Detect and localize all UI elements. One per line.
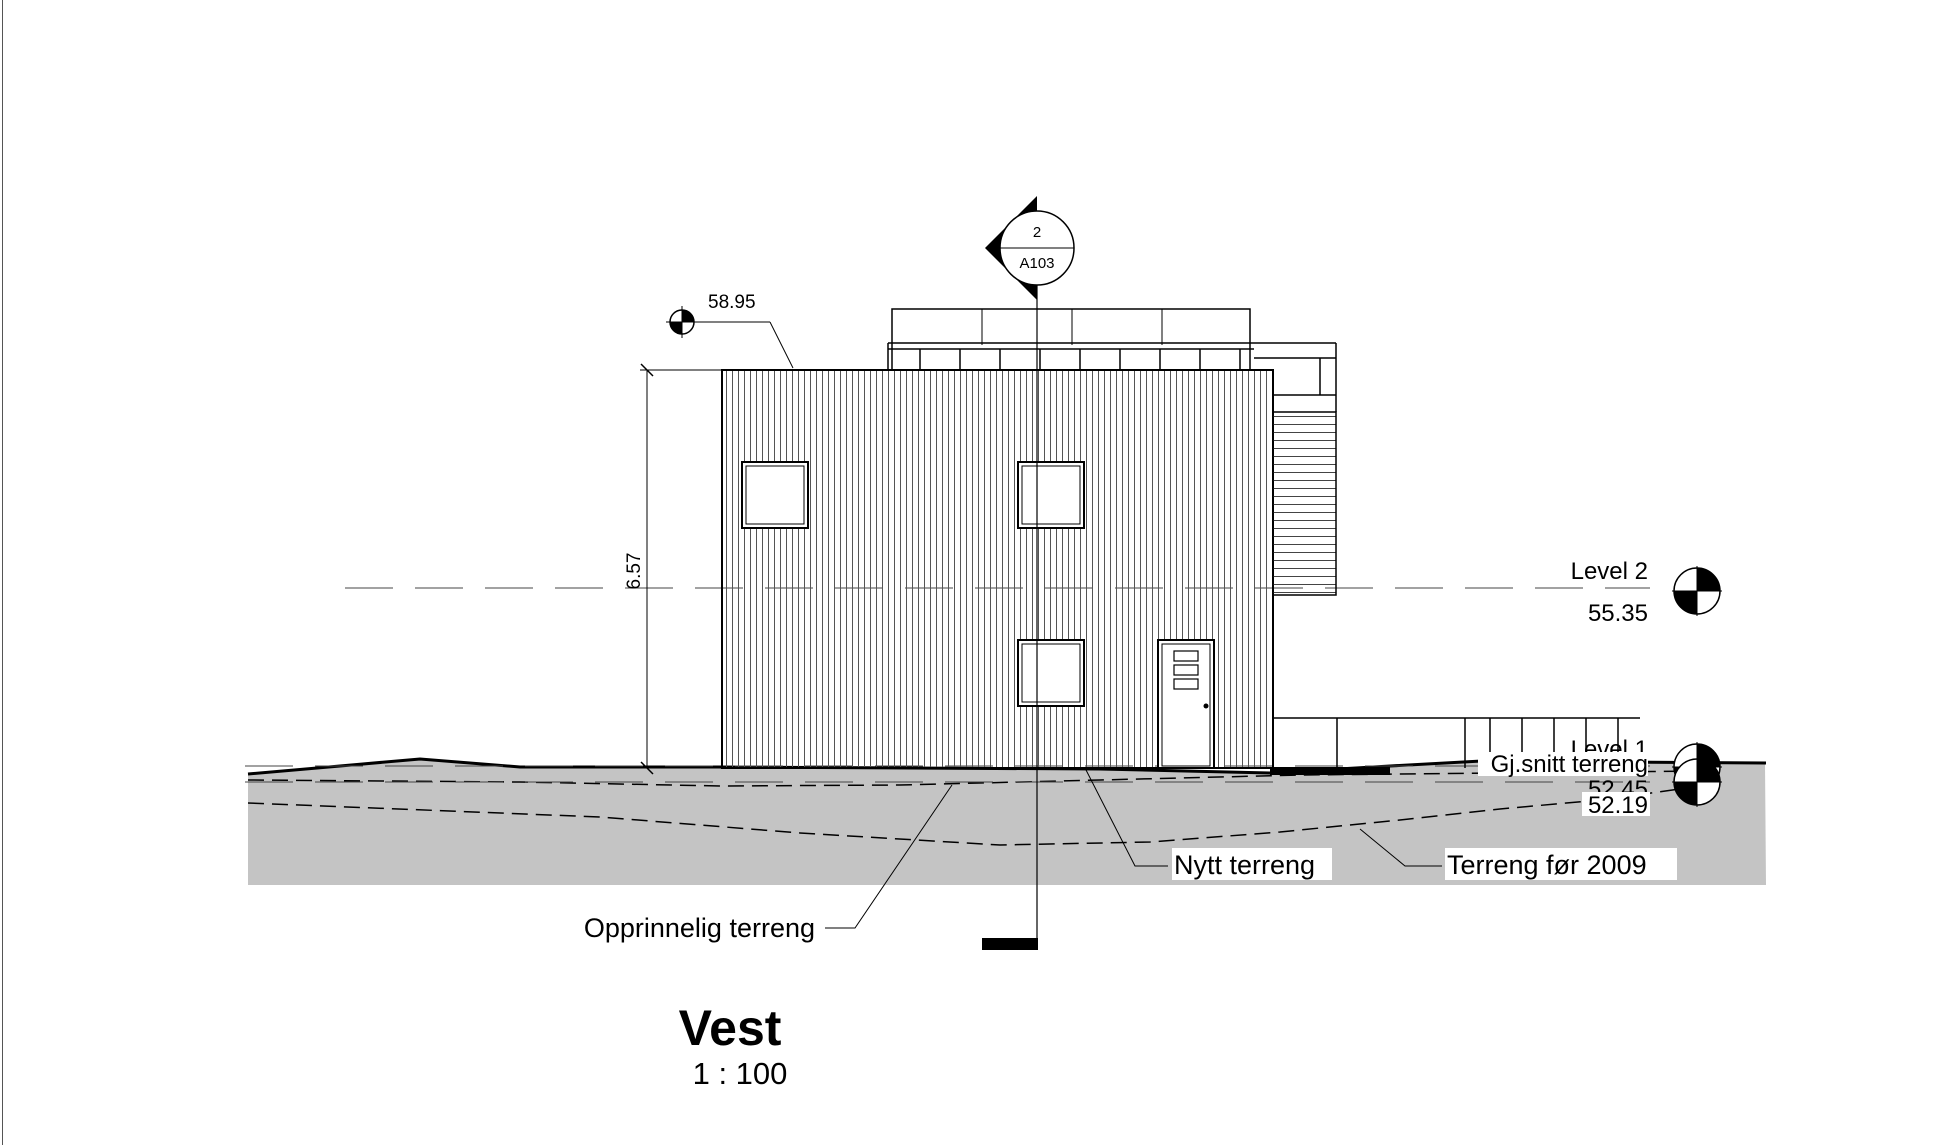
roof-spot-elevation: 58.95 — [666, 292, 794, 369]
new-terrain-label: Nytt terreng — [1174, 850, 1315, 880]
balcony-railing — [1254, 342, 1337, 412]
terrain-before-line — [247, 788, 1681, 846]
height-dimension-value: 6.57 — [624, 553, 645, 590]
label-mask — [1445, 848, 1677, 880]
view-scale: 1 : 100 — [692, 1056, 788, 1091]
original-terrain-line — [247, 770, 1701, 787]
level-2-name: Level 2 — [1571, 558, 1648, 585]
label-mask — [1172, 848, 1332, 880]
section-cut: 2 A103 — [982, 196, 1075, 950]
ground — [247, 757, 1767, 885]
annotation-leaders — [825, 767, 1442, 929]
window-lower — [1017, 639, 1085, 707]
level-2-marker — [1672, 566, 1722, 616]
view-title-block: Vest 1 : 100 — [620, 1000, 840, 1092]
roof-elevation-value: 58.95 — [708, 292, 756, 313]
window-upper-left — [741, 461, 809, 529]
ramp-foot — [1270, 767, 1390, 775]
level-2-elevation: 55.35 — [1588, 600, 1648, 627]
entrance-door — [1157, 639, 1215, 769]
sheet-border — [2, 0, 3, 1145]
section-sheet: A103 — [1019, 255, 1054, 272]
window-upper-right — [1017, 461, 1085, 529]
side-stair — [1272, 411, 1337, 596]
ground-fill — [248, 759, 1766, 885]
roof-parapet — [891, 308, 1251, 371]
original-terrain-label: Opprinnelig terreng — [584, 913, 815, 943]
view-title: Vest — [678, 1000, 782, 1056]
building — [721, 308, 1640, 769]
label-mask — [1478, 752, 1648, 776]
average-terrain-name: Gj.snitt terreng — [1491, 751, 1648, 778]
section-number: 2 — [1033, 224, 1041, 241]
height-dimension — [640, 363, 722, 775]
average-terrain-marker — [1672, 757, 1722, 807]
label-mask — [1582, 792, 1650, 816]
terrain-before-label: Terreng før 2009 — [1447, 850, 1647, 880]
roof-railing — [887, 342, 1254, 370]
average-terrain-elevation: 52.19 — [1588, 792, 1648, 819]
